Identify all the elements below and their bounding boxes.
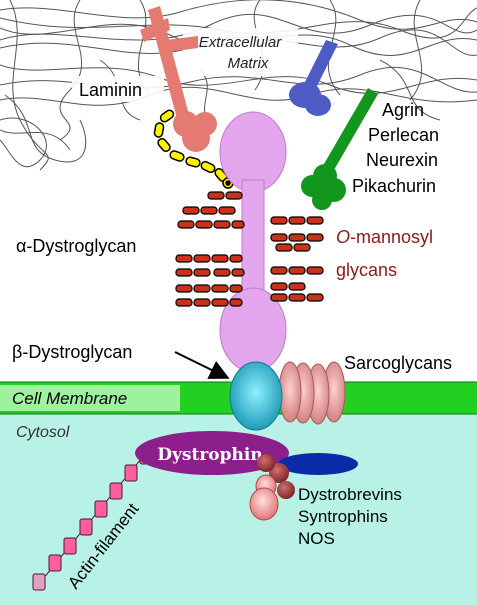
- extracellular-matrix-line1: Extracellular: [199, 34, 283, 51]
- sarcoglycan-icon: [278, 361, 346, 425]
- dystrophin-icon: [135, 431, 289, 475]
- extracellular-matrix-fibres: [0, 0, 477, 171]
- extracellular-matrix-line2: Matrix: [228, 55, 269, 72]
- laminin-icon: [140, 6, 217, 152]
- o-mannosyl-glycans: [175, 191, 324, 307]
- pikachurin-label: Pikachurin: [352, 176, 436, 196]
- cytosol-label: Cytosol: [16, 424, 70, 441]
- dystrobrevins-label: Dystrobrevins: [298, 485, 402, 504]
- glycans-label: glycans: [336, 260, 397, 280]
- laminin-glycan-linker: [153, 109, 234, 189]
- perlecan-label: Perlecan: [368, 125, 439, 145]
- beta-dystroglycan-icon: [229, 361, 283, 431]
- neurexin-label: Neurexin: [366, 150, 438, 170]
- nos-label: NOS: [298, 529, 335, 548]
- syntrophins-label: Syntrophins: [298, 507, 388, 526]
- laminin-label: Laminin: [79, 80, 142, 100]
- sarcoglycans-label: Sarcoglycans: [344, 353, 452, 373]
- perlecan-icon: [301, 88, 378, 210]
- nos-icon: [249, 474, 279, 521]
- o-mannosyl-label: O-mannosyl: [336, 227, 433, 247]
- agrin-label: Agrin: [382, 100, 424, 120]
- syntrophin-icon: [257, 454, 295, 499]
- beta-dystroglycan-arrow: [174, 351, 230, 379]
- alpha-dystroglycan-label: α-Dystroglycan: [16, 236, 136, 256]
- dystrophin-label: Dystrophin: [157, 445, 262, 465]
- agrin-icon: [289, 40, 338, 116]
- dystrobrevin-icon: [278, 453, 358, 475]
- beta-dystroglycan-label: β-Dystroglycan: [12, 342, 132, 362]
- alpha-dystroglycan-icon: [219, 111, 287, 373]
- cell-membrane-label: Cell Membrane: [12, 389, 127, 408]
